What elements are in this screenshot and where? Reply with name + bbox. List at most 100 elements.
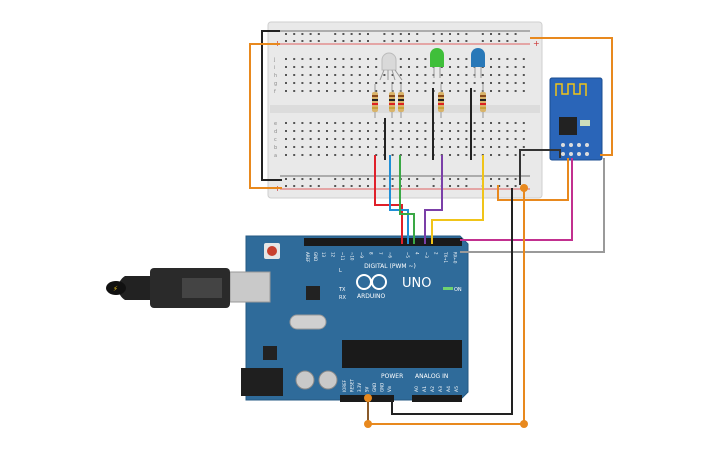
- digital-pin-label: ~5: [405, 252, 410, 258]
- resistor[interactable]: [398, 84, 404, 118]
- digital-pin-label: 2: [434, 252, 439, 255]
- esp-chip: [559, 117, 577, 135]
- green-led[interactable]: [430, 48, 444, 78]
- wire-black-rail[interactable]: [261, 30, 282, 181]
- wire-red[interactable]: [374, 155, 403, 244]
- wire-yellow[interactable]: [431, 155, 484, 244]
- digital-pin-label: 4: [415, 252, 420, 255]
- rgb-led[interactable]: [379, 52, 403, 81]
- digital-pin-label: 13: [321, 252, 326, 258]
- resistor[interactable]: [372, 84, 378, 118]
- usb-jack: [229, 271, 271, 303]
- digital-pin-label: ~10: [350, 252, 355, 261]
- power-pin-label: RESET: [350, 379, 355, 392]
- l-label: L: [339, 268, 342, 274]
- analog-pin-label: A3: [438, 386, 444, 392]
- uno-label: UNO: [402, 276, 431, 291]
- regulator-chip: [263, 346, 277, 360]
- wire-magenta[interactable]: [460, 158, 573, 241]
- junction-bottom-right: [520, 420, 528, 428]
- resistor[interactable]: [438, 84, 444, 118]
- esp-flash: [580, 120, 590, 126]
- esp-pins: [561, 143, 589, 156]
- power-label: POWER: [381, 373, 403, 380]
- on-led: [443, 287, 453, 290]
- wire-gray[interactable]: [460, 158, 605, 253]
- arduino-uno-board[interactable]: DIGITAL (PWM ~) UNO ARDUINO TX RX L ON ⚡: [106, 235, 469, 402]
- analog-label: ANALOG IN: [415, 373, 448, 380]
- wire-orange-esp-vcc[interactable]: [497, 158, 569, 201]
- wire-orange-esp[interactable]: [530, 37, 613, 156]
- rail-plus-label-right: +: [533, 39, 540, 48]
- usb-chip: [306, 286, 320, 300]
- digital-pin-label: TX→1: [443, 251, 448, 264]
- power-pin-label: 3.3V: [357, 383, 362, 392]
- atmega-chip: [342, 340, 462, 368]
- resistor[interactable]: [480, 84, 486, 118]
- row-letter: c: [274, 137, 277, 143]
- row-letter: b: [274, 145, 277, 151]
- junction-top: [520, 184, 528, 192]
- capacitor-2: [318, 370, 338, 390]
- wire-orange-rail[interactable]: [249, 43, 282, 189]
- on-label: ON: [454, 287, 462, 293]
- wires: [249, 30, 613, 428]
- aref-pin-label: AREF: [305, 252, 310, 263]
- wire-green[interactable]: [399, 155, 415, 244]
- digital-pin-label: 7: [378, 252, 383, 255]
- usb-cable[interactable]: ⚡: [106, 268, 230, 308]
- row-letter: g: [274, 81, 277, 87]
- digital-pin-label: ~11: [340, 252, 345, 261]
- digital-pin-label: 8: [369, 252, 374, 255]
- digital-header[interactable]: [304, 238, 462, 246]
- wire-purple[interactable]: [424, 155, 443, 244]
- row-letter: h: [274, 73, 277, 79]
- analog-header[interactable]: [412, 395, 462, 402]
- wire-dark-esp[interactable]: [519, 149, 561, 185]
- junction-bottom-left: [364, 420, 372, 428]
- power-pin-label: Vin: [387, 385, 392, 392]
- junction-5v: [364, 394, 372, 402]
- row-letter: a: [274, 153, 277, 159]
- analog-pin-label: A5: [454, 386, 460, 392]
- wire-black-gnd[interactable]: [391, 188, 513, 415]
- row-letter: j: [273, 57, 275, 63]
- row-letter: i: [274, 65, 275, 71]
- digital-pin-label: ~6: [388, 252, 393, 258]
- rx-label: RX: [339, 295, 346, 301]
- digital-pin-label: 12: [331, 252, 336, 258]
- digital-pin-label: RX←0: [453, 252, 458, 264]
- arduino-label: ARDUINO: [357, 293, 386, 300]
- analog-pin-label: A2: [430, 386, 436, 392]
- digital-label: DIGITAL (PWM ~): [364, 263, 416, 270]
- analog-pin-label: A0: [414, 386, 420, 392]
- capacitor-1: [295, 370, 315, 390]
- digital-pin-label: ~9: [359, 252, 364, 258]
- resistor[interactable]: [389, 84, 395, 118]
- center-channel: [270, 105, 540, 113]
- power-jack: [241, 368, 283, 396]
- analog-pin-label: A1: [422, 386, 428, 392]
- crystal: [289, 314, 327, 330]
- digital-pin-label: ~3: [424, 252, 429, 258]
- reset-button[interactable]: [267, 246, 277, 256]
- esp8266-module[interactable]: [549, 77, 603, 161]
- power-pin-label: IOREF: [342, 379, 347, 392]
- power-pin-label: GND: [372, 383, 377, 392]
- bolt-icon: ⚡: [113, 285, 118, 293]
- tx-label: TX: [338, 287, 346, 293]
- row-letter: e: [274, 121, 277, 127]
- blue-led[interactable]: [471, 48, 485, 78]
- gnd-pin-label: GND: [313, 252, 318, 261]
- analog-pin-label: A4: [446, 386, 452, 392]
- antenna-trace: [555, 83, 587, 96]
- row-letter: f: [274, 89, 276, 95]
- row-letter: d: [274, 129, 277, 135]
- power-pin-label: 5V: [365, 386, 370, 392]
